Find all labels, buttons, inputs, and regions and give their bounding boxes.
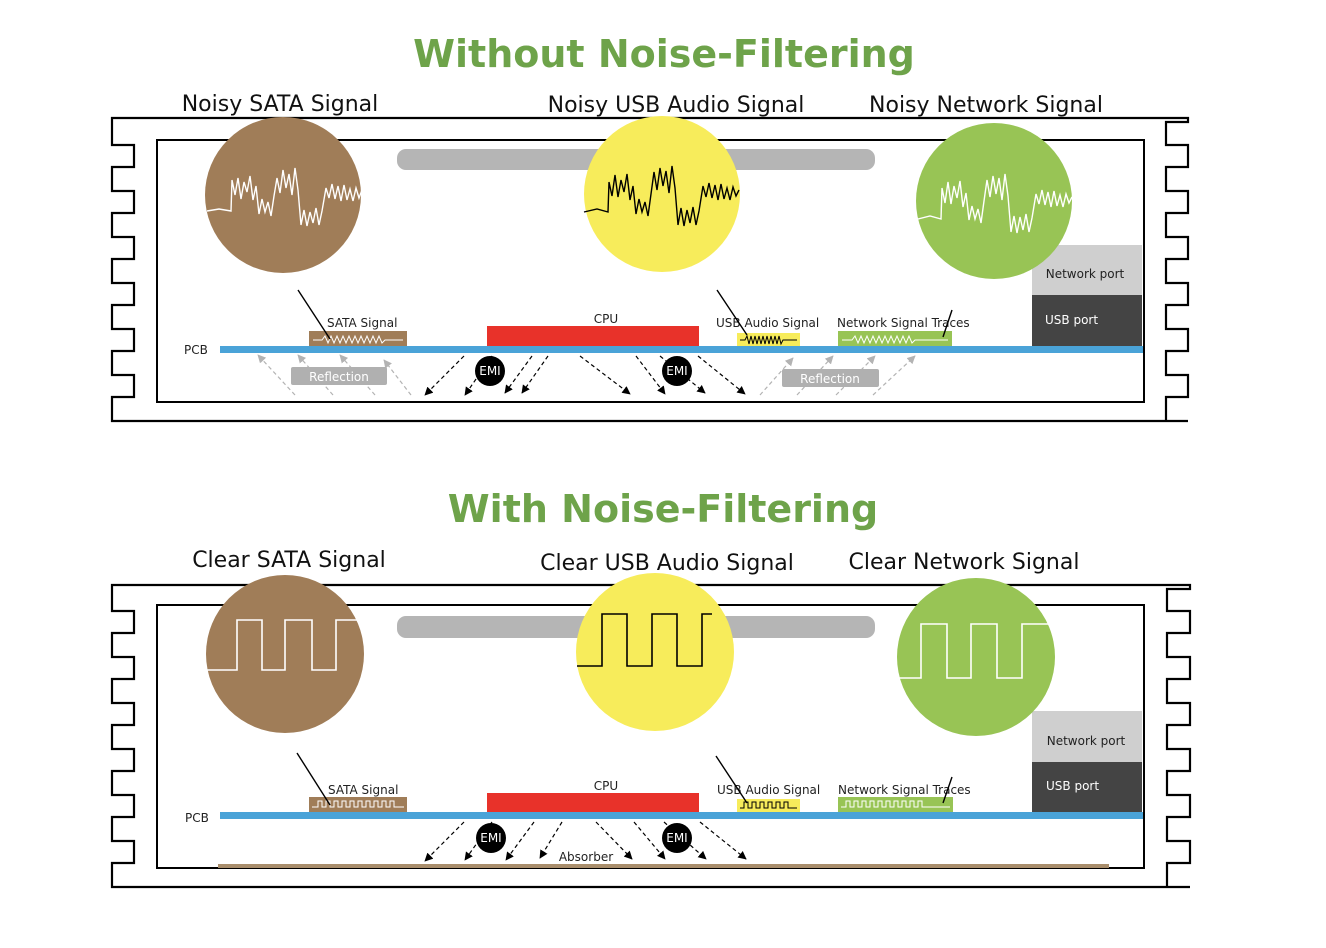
sata-trace-label: SATA Signal xyxy=(328,783,398,797)
reflection-arrow xyxy=(339,354,376,396)
usb-port-label: USB port xyxy=(1046,779,1099,793)
usb-clear-waveform xyxy=(577,613,712,667)
reflection-arrow xyxy=(872,355,916,396)
reflection-arrow xyxy=(297,354,334,396)
usb-signal-circle xyxy=(584,116,740,272)
reflection-arrow xyxy=(796,355,834,396)
pcb-board xyxy=(220,812,1143,819)
network-circle-title: Noisy Network Signal xyxy=(869,93,1103,118)
cpu-chip xyxy=(487,793,699,812)
emi-label: EMI xyxy=(666,831,687,845)
sata-pointer-line xyxy=(296,752,331,806)
panel-title: With Noise-Filtering xyxy=(448,487,878,531)
network-trace-label: Network Signal Traces xyxy=(837,316,970,330)
usb-trace-waveform xyxy=(740,334,797,346)
chassis-outline xyxy=(110,583,1192,889)
network-noisy-waveform xyxy=(917,173,1073,234)
usb-port xyxy=(1032,762,1142,812)
usb-pointer-line xyxy=(716,289,748,336)
absorber-layer xyxy=(218,864,1109,868)
emi-arrow xyxy=(699,821,747,860)
pcb-label: PCB xyxy=(184,343,208,357)
usb-pointer-line xyxy=(715,755,748,804)
emi-badge xyxy=(475,356,505,386)
usb-port xyxy=(1032,295,1142,346)
reflection-label: Reflection xyxy=(309,370,369,384)
emi-label: EMI xyxy=(480,831,501,845)
reflection-box xyxy=(782,369,879,387)
emi-badge xyxy=(662,356,692,386)
cpu-label: CPU xyxy=(594,779,618,793)
network-pointer-line xyxy=(942,776,953,804)
usb-circle-title: Noisy USB Audio Signal xyxy=(548,93,805,118)
emi-arrow xyxy=(424,821,465,862)
absorber-label: Absorber xyxy=(559,850,613,864)
sata-signal-circle xyxy=(205,117,361,273)
emi-badge xyxy=(662,823,692,853)
reflection-arrow xyxy=(383,359,412,396)
emi-arrow xyxy=(697,355,746,395)
reflection-arrow xyxy=(759,357,794,396)
emi-arrow xyxy=(505,821,535,861)
reflection-arrow xyxy=(835,355,876,396)
reflection-arrow xyxy=(257,354,296,396)
network-trace-waveform xyxy=(841,800,950,808)
reflection-box xyxy=(291,367,387,385)
network-circle-title: Clear Network Signal xyxy=(849,550,1080,575)
usb-trace-label: USB Audio Signal xyxy=(716,316,819,330)
emi-arrow xyxy=(539,821,563,859)
emi-arrow xyxy=(579,355,631,395)
network-port-label: Network port xyxy=(1047,734,1126,748)
emi-arrow xyxy=(521,355,549,394)
usb-trace-label: USB Audio Signal xyxy=(717,783,820,797)
panel-with-filtering: With Noise-Filtering Network port USB po… xyxy=(110,487,1192,889)
sata-trace-waveform xyxy=(312,800,404,808)
usb-circle-title: Clear USB Audio Signal xyxy=(540,551,794,576)
emi-label: EMI xyxy=(479,364,500,378)
pcb-label: PCB xyxy=(185,811,209,825)
network-trace-waveform xyxy=(842,334,948,345)
sata-noisy-waveform xyxy=(206,167,363,227)
chassis-outline xyxy=(110,116,1190,423)
reflection-arrows xyxy=(257,354,916,396)
network-pointer-line xyxy=(942,309,953,338)
emi-arrow xyxy=(424,355,465,396)
emi-badge xyxy=(476,823,506,853)
panel-title: Without Noise-Filtering xyxy=(413,32,915,76)
emi-arrow xyxy=(504,355,533,394)
sata-trace-waveform xyxy=(313,334,403,345)
emi-arrow xyxy=(633,821,666,860)
sata-trace-label: SATA Signal xyxy=(327,316,397,330)
emi-arrows xyxy=(424,355,746,396)
usb-signal-circle xyxy=(576,573,734,731)
pcb-board xyxy=(220,346,1143,353)
panel-without-filtering: Without Noise-Filtering Network port USB… xyxy=(110,32,1190,423)
usb-noisy-waveform xyxy=(583,165,740,227)
network-trace xyxy=(838,331,952,346)
network-trace xyxy=(838,797,953,812)
network-signal-circle xyxy=(897,578,1055,736)
reflection-label: Reflection xyxy=(800,372,860,386)
usb-trace-waveform xyxy=(740,801,797,809)
network-port-label: Network port xyxy=(1046,267,1125,281)
emi-arrow xyxy=(595,821,633,860)
usb-port-label: USB port xyxy=(1045,313,1098,327)
network-clear-waveform xyxy=(897,623,1054,679)
network-signal-circle xyxy=(916,123,1072,279)
network-trace-label: Network Signal Traces xyxy=(838,783,971,797)
emi-label: EMI xyxy=(666,364,687,378)
sata-circle-title: Noisy SATA Signal xyxy=(182,92,379,117)
sata-clear-waveform xyxy=(207,619,362,671)
sata-circle-title: Clear SATA Signal xyxy=(192,548,386,573)
cpu-label: CPU xyxy=(594,312,618,326)
network-port xyxy=(1032,711,1142,762)
emi-arrow xyxy=(635,355,666,395)
sata-pointer-line xyxy=(297,289,331,340)
cpu-chip xyxy=(487,326,699,346)
